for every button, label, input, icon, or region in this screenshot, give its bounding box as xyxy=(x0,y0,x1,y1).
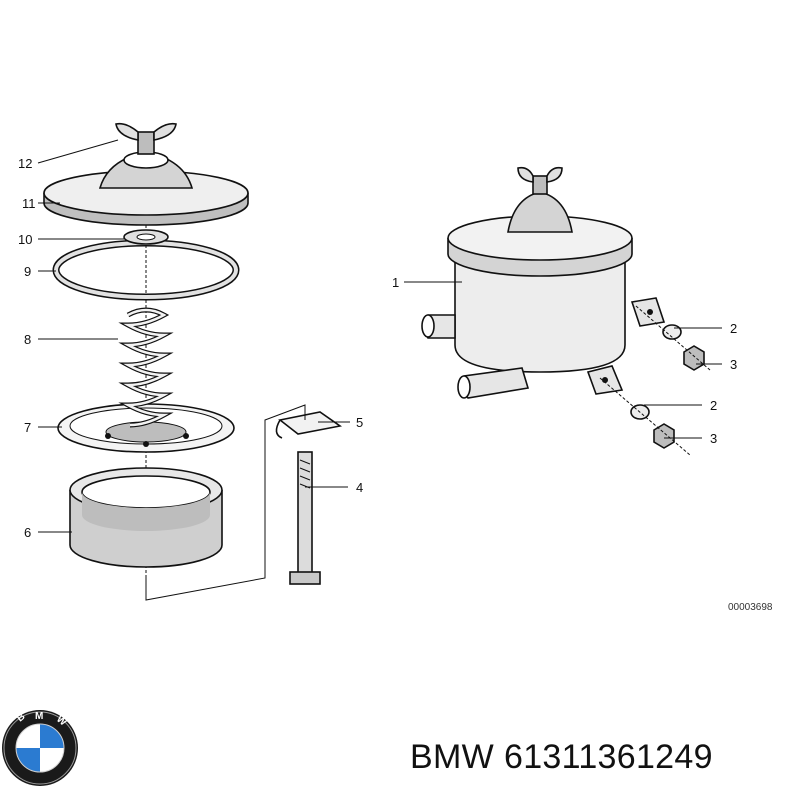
callouts: 12 11 10 9 8 7 6 4 5 1 2 3 2 3 00003698 xyxy=(18,156,773,613)
callout-2-upper: 2 xyxy=(730,321,737,336)
brand-name: BMW xyxy=(410,738,494,776)
part-bolt xyxy=(289,451,321,585)
alignment-bracket xyxy=(145,404,306,601)
part-cover xyxy=(43,151,249,226)
callout-9: 9 xyxy=(24,264,31,279)
leader-lines xyxy=(37,139,722,533)
callout-2-lower: 2 xyxy=(710,398,717,413)
callout-3-upper: 3 xyxy=(730,357,737,372)
callout-6: 6 xyxy=(24,525,31,540)
callout-5: 5 xyxy=(356,415,363,430)
callout-1: 1 xyxy=(392,275,399,290)
callout-11: 11 xyxy=(22,196,36,211)
bmw-logo: B M W xyxy=(2,710,78,786)
exploded-assembly xyxy=(43,122,343,601)
svg-text:M: M xyxy=(35,711,43,722)
part-washer-top xyxy=(123,229,169,245)
part-clip xyxy=(275,411,343,439)
part-base-plate xyxy=(57,403,235,453)
brand-part-number-line: BMW 61311361249 xyxy=(410,738,723,782)
assembled-reservoir xyxy=(421,166,711,456)
part-number: 61311361249 xyxy=(504,738,713,776)
part-wing-nut xyxy=(115,122,177,155)
part-sleeve xyxy=(69,467,223,568)
reference-code: 00003698 xyxy=(728,602,773,613)
callout-7: 7 xyxy=(24,420,31,435)
part-spring xyxy=(118,307,174,428)
callout-10: 10 xyxy=(18,232,32,247)
callout-12: 12 xyxy=(18,156,32,171)
callout-4: 4 xyxy=(356,480,363,495)
callout-3-lower: 3 xyxy=(710,431,717,446)
callout-8: 8 xyxy=(24,332,31,347)
